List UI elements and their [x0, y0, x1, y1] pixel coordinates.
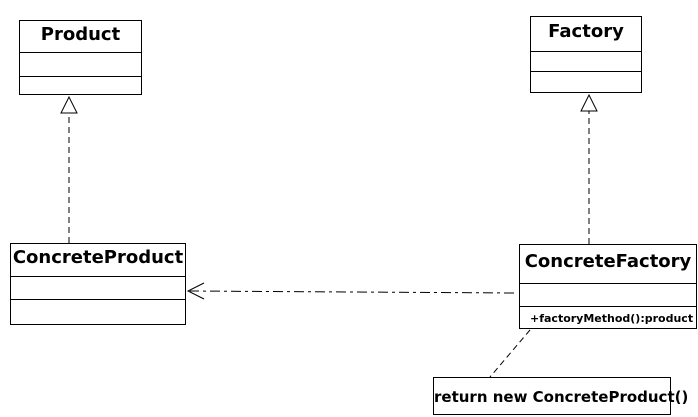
note-return-new-product[interactable]: return new ConcreteProduct()	[433, 377, 689, 415]
realization-arrowhead-product	[60, 95, 78, 114]
class-factory-divider-2	[531, 71, 641, 72]
dependency-arrowhead	[186, 282, 205, 300]
class-concrete-product[interactable]: ConcreteProduct	[10, 243, 186, 325]
class-factory-divider-1	[531, 51, 641, 52]
class-concrete-product-divider-2	[11, 299, 185, 300]
realization-arrowhead-factory	[580, 93, 598, 112]
class-product-divider-1	[20, 52, 141, 53]
class-product-divider-2	[20, 76, 141, 77]
class-product[interactable]: Product	[19, 20, 142, 95]
class-concrete-factory-divider-2	[520, 306, 696, 307]
class-product-name: Product	[40, 24, 121, 45]
class-concrete-product-name: ConcreteProduct	[12, 247, 184, 268]
note-text: return new ConcreteProduct()	[434, 388, 689, 406]
class-factory-name: Factory	[548, 21, 624, 42]
class-concrete-factory-method: +factoryMethod():product	[530, 312, 694, 325]
dependency-line	[189, 290, 515, 294]
class-factory[interactable]: Factory	[530, 16, 642, 93]
class-concrete-factory-divider-1	[520, 283, 696, 284]
note-link-line	[489, 329, 531, 378]
class-concrete-factory[interactable]: ConcreteFactory +factoryMethod():product	[519, 244, 697, 329]
class-concrete-factory-name: ConcreteFactory	[524, 251, 692, 272]
class-concrete-product-divider-1	[11, 276, 185, 277]
